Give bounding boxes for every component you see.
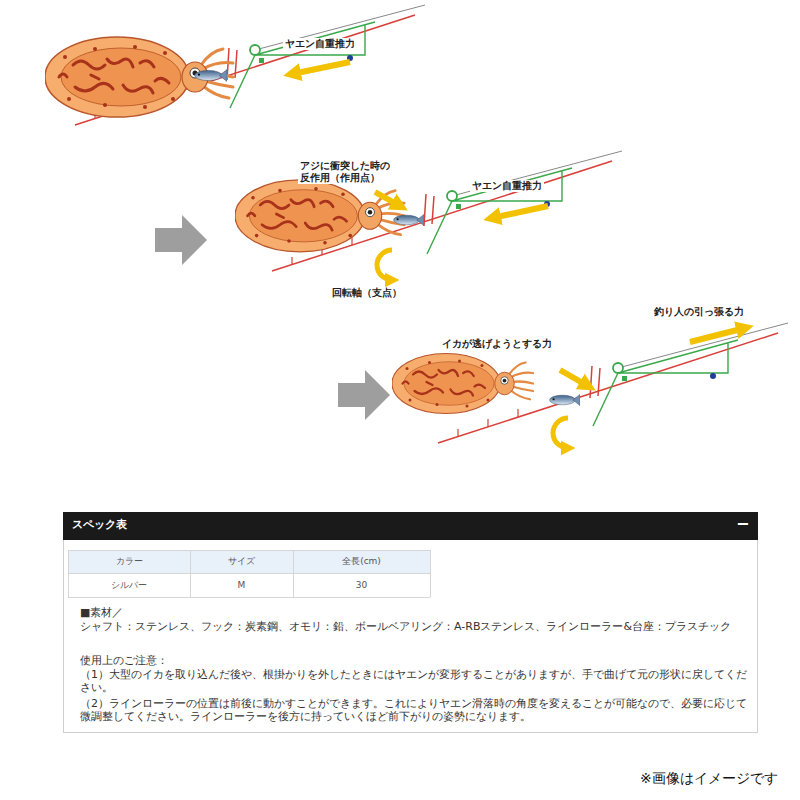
table-cell: シルバー xyxy=(68,580,190,591)
note-text: （1）大型のイカを取り込んだ後や、根掛かりを外したときにはヤエンが変形することが… xyxy=(80,668,750,694)
note-text: シャフト：ステンレス、フック：炭素鋼、オモリ：鉛、ボールベアリング：A-RBステ… xyxy=(80,620,750,633)
panel-title: スペック表 xyxy=(72,518,127,531)
table-cell: 30 xyxy=(293,580,430,591)
image-note: ※画像はイメージです xyxy=(640,770,778,787)
collapse-icon: − xyxy=(736,514,749,533)
note-text: （2）ラインローラーの位置は前後に動かすことができます。これによりヤエン滑落時の… xyxy=(80,697,750,723)
table-cell: カラー xyxy=(68,556,190,567)
note-text: ■素材／ xyxy=(80,606,123,619)
force-label: アジに衝突した時の 反作用（作用点） xyxy=(298,160,400,184)
force-label: ヤエン自重推力 xyxy=(283,38,357,50)
pivot-label: 回転軸（支点） xyxy=(330,287,404,299)
table-cell: M xyxy=(190,580,293,591)
force-label: ヤエン自重推力 xyxy=(470,180,544,192)
note-text: 使用上のご注意： xyxy=(80,654,168,667)
table-cell: 全長(cm) xyxy=(293,556,430,567)
table-cell: サイズ xyxy=(190,556,293,567)
force-label: イカが逃げようとする力 xyxy=(440,338,554,350)
force-label: 釣り人の引っ張る力 xyxy=(652,306,746,318)
